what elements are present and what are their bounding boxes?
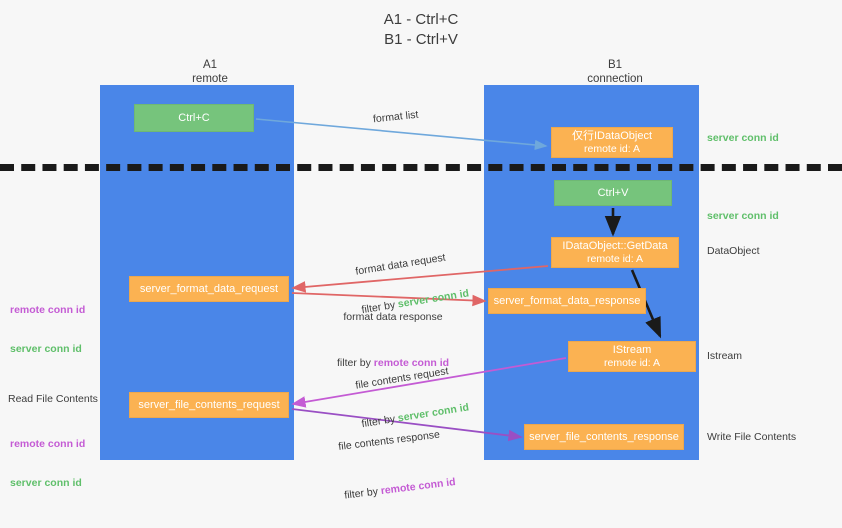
label-server-conn-id-mid: server conn id	[707, 210, 779, 222]
box-idataobject-line1: 仅行IDataObject	[571, 129, 653, 142]
label-server-conn-id-top: server conn id	[707, 132, 779, 144]
label-remote-conn-id-mid: remote conn id	[10, 304, 86, 316]
label-dataobject: DataObject	[707, 245, 760, 257]
label-file-contents-request: file contents request	[354, 365, 450, 392]
box-format-data-response-label: server_format_data_response	[493, 294, 641, 307]
box-getdata-line1: IDataObject::GetData	[562, 239, 668, 252]
label-read-file-contents: Read File Contents	[8, 393, 98, 405]
label-format-data-request: format data request	[354, 251, 447, 278]
column-header-a1: A1 remote	[192, 59, 228, 85]
box-file-contents-response-label: server_file_contents_response	[529, 430, 679, 443]
box-ctrl-c[interactable]: Ctrl+C	[134, 104, 254, 132]
box-server-format-data-response[interactable]: server_format_data_response	[488, 288, 646, 314]
label-left-conn-ids-mid: remote conn id server conn id	[10, 278, 85, 382]
label-filter-by-remote-conn-1: filter by remote conn id	[337, 357, 450, 369]
diagram-canvas: A1 - Ctrl+C B1 - Ctrl+V A1 remote B1 con…	[0, 11, 842, 502]
label-format-list: format list	[372, 108, 419, 126]
box-ctrl-v[interactable]: Ctrl+V	[554, 180, 672, 206]
box-format-data-request-label: server_format_data_request	[139, 282, 279, 295]
label-remote-conn-id-bottom: remote conn id	[10, 438, 86, 450]
box-istream[interactable]: IStream remote id: A	[568, 341, 696, 372]
box-ctrl-v-label: Ctrl+V	[597, 186, 629, 199]
box-idataobject-getdata[interactable]: IDataObject::GetData remote id: A	[551, 237, 679, 268]
box-idataobject[interactable]: 仅行IDataObject remote id: A	[551, 127, 673, 158]
label-file-contents-response: file contents response	[337, 428, 441, 453]
box-ctrl-c-label: Ctrl+C	[178, 111, 210, 124]
box-istream-line2: remote id: A	[603, 356, 661, 369]
box-server-format-data-request[interactable]: server_format_data_request	[129, 276, 289, 302]
box-file-contents-request-label: server_file_contents_request	[138, 398, 280, 411]
label-server-conn-id-left-mid: server conn id	[10, 343, 82, 355]
box-istream-line1: IStream	[612, 343, 652, 356]
column-header-b1: B1 connection	[587, 59, 643, 85]
label-write-file-contents: Write File Contents	[707, 431, 797, 443]
label-format-data-response-group: format data response filter by remote co…	[337, 285, 449, 396]
label-server-conn-id-left-bottom: server conn id	[10, 477, 82, 489]
box-getdata-line2: remote id: A	[586, 252, 644, 265]
section-divider	[0, 164, 842, 171]
label-left-conn-ids-bottom: remote conn id server conn id	[10, 412, 85, 516]
box-server-file-contents-response[interactable]: server_file_contents_response	[524, 424, 684, 450]
label-filter-by-remote-conn-2: filter by remote conn id	[343, 476, 457, 502]
label-istream: Istream	[707, 350, 743, 362]
box-server-file-contents-request[interactable]: server_file_contents_request	[129, 392, 289, 418]
page-title: A1 - Ctrl+C B1 - Ctrl+V	[383, 11, 459, 48]
label-format-data-response: format data response	[343, 311, 443, 323]
label-file-contents-response-group: file contents response filter by remote …	[334, 402, 459, 528]
box-idataobject-line2: remote id: A	[583, 142, 641, 155]
